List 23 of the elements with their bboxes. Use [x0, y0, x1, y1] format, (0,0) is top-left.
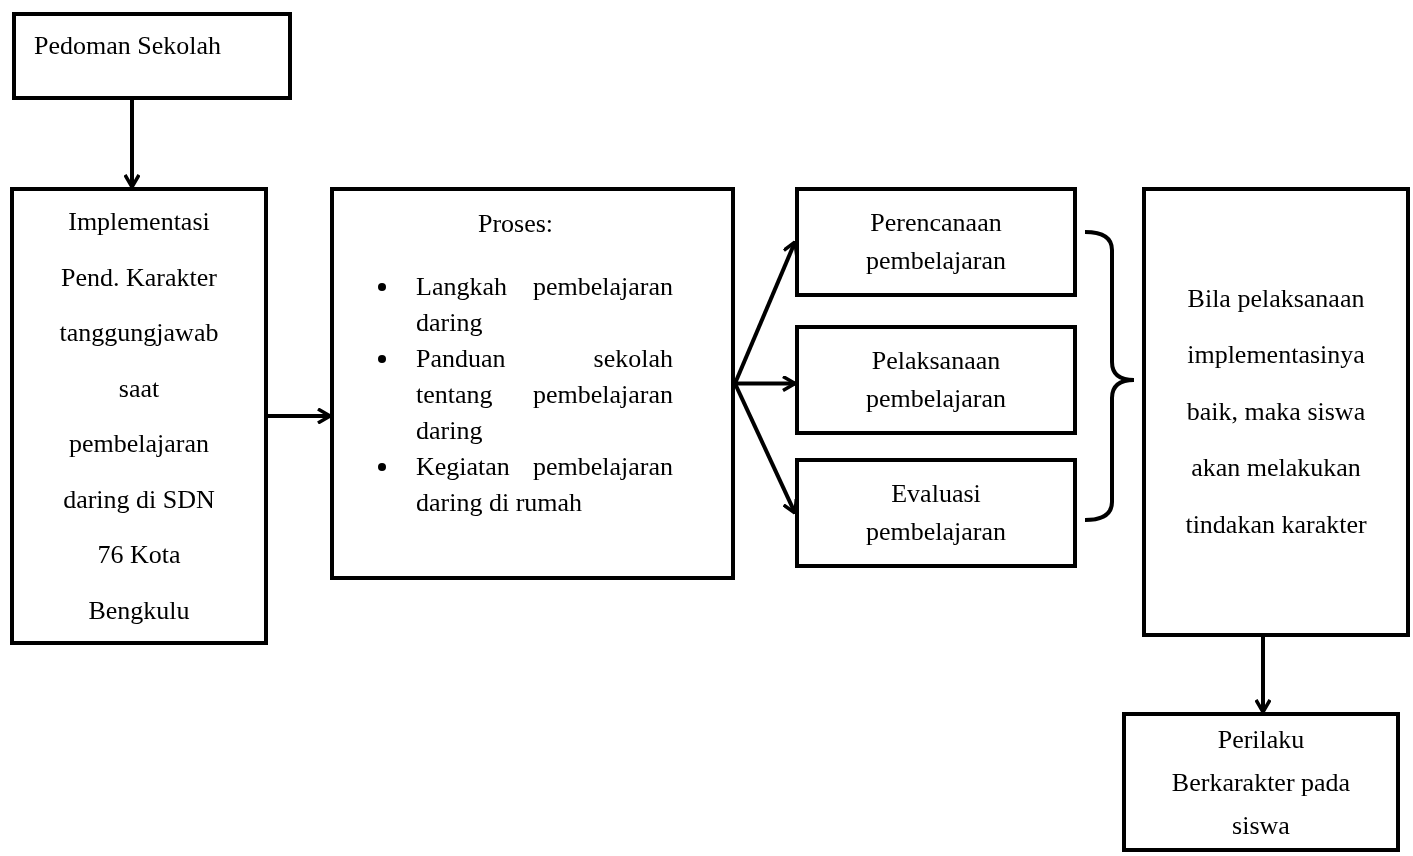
- text-box: [10, 187, 268, 645]
- bullet-item: Langkah pembelajaran daring: [416, 271, 673, 339]
- box-text: Implementasi Pend. Karakter tanggungjawab saat pembelajaran daring di SDN 76 Kota Bengkulu: [58, 206, 220, 627]
- process-list-box: [330, 187, 735, 580]
- bullet-item: Kegiatan pembelajaran daring di rumah: [416, 451, 673, 519]
- arrow: [123, 100, 141, 189]
- bullet-item: Panduan sekolah tentang pembelajaran daring: [416, 343, 673, 447]
- box-text: Perencanaan pembelajaran: [865, 207, 1007, 277]
- box-text: Bila pelaksanaan implementasinya baik, maka siswa akan melakukan tindakan karakter: [1184, 282, 1368, 541]
- text-box: [1122, 712, 1400, 852]
- text-box: [795, 458, 1077, 568]
- arrow: [268, 407, 332, 425]
- text-box: [12, 12, 292, 100]
- box-text: Pedoman Sekolah: [34, 30, 222, 62]
- arrow: [1254, 637, 1272, 714]
- text-box: [1142, 187, 1410, 637]
- box-text: Evaluasi pembelajaran: [865, 478, 1007, 548]
- arrow: [735, 374, 797, 393]
- box-text: Perilaku Berkarakter pada siswa: [1170, 723, 1352, 842]
- text-box: [795, 187, 1077, 297]
- text-box: [795, 325, 1077, 435]
- box-text: Pelaksanaan pembelajaran: [865, 345, 1007, 415]
- box-heading: Proses:: [477, 208, 554, 240]
